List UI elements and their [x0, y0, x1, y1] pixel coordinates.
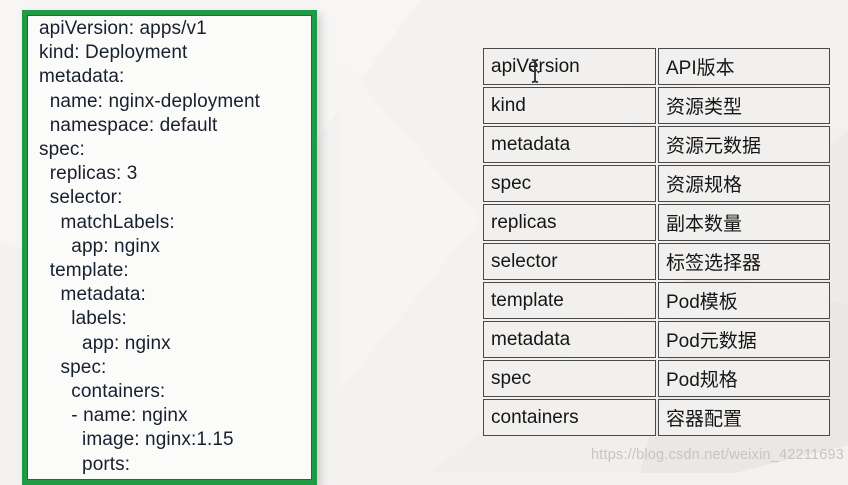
field-description-cell: Pod模板 — [658, 282, 830, 319]
field-description-table: apiVersion API版本 kind 资源类型 metadata 资源元数… — [481, 46, 832, 438]
yaml-line: kind: Deployment — [39, 42, 188, 64]
field-name-cell: metadata — [483, 321, 656, 358]
table-row: spec Pod规格 — [483, 360, 830, 397]
watermark: https://blog.csdn.net/weixin_42211693 — [590, 447, 844, 463]
field-description-cell: 副本数量 — [658, 204, 830, 241]
table-row: apiVersion API版本 — [483, 48, 830, 85]
field-name-cell: template — [483, 282, 656, 319]
table-row: kind 资源类型 — [483, 87, 830, 124]
field-description-cell: API版本 — [658, 48, 830, 85]
yaml-line: spec: — [39, 356, 107, 378]
field-description-cell: 容器配置 — [658, 399, 830, 436]
field-description-cell: 资源类型 — [658, 87, 830, 124]
yaml-line: apiVersion: apps/v1 — [39, 18, 207, 39]
field-name-cell: kind — [483, 87, 656, 124]
table-row: metadata Pod元数据 — [483, 321, 830, 358]
field-description-cell: 资源元数据 — [658, 126, 830, 163]
table-row: selector 标签选择器 — [483, 243, 830, 280]
table-row: template Pod模板 — [483, 282, 830, 319]
yaml-line: spec: — [39, 139, 85, 161]
yaml-line: containers: — [39, 381, 166, 403]
table-row: replicas 副本数量 — [483, 204, 830, 241]
yaml-line: ports: — [39, 453, 131, 475]
yaml-code-panel: apiVersion: apps/v1 kind: Deployment met… — [22, 10, 317, 485]
yaml-line: - name: nginx — [39, 405, 188, 427]
yaml-line: matchLabels: — [39, 211, 175, 233]
field-name-cell: containers — [483, 399, 656, 436]
field-name-cell: selector — [483, 243, 656, 280]
table-row: containers 容器配置 — [483, 399, 830, 436]
yaml-line: app: nginx — [39, 235, 160, 257]
yaml-line: selector: — [39, 187, 123, 209]
table-row: metadata 资源元数据 — [483, 126, 830, 163]
field-description-cell: Pod元数据 — [658, 321, 830, 358]
field-name-cell: metadata — [483, 126, 656, 163]
field-name-cell: apiVersion — [483, 48, 656, 85]
table-row: spec 资源规格 — [483, 165, 830, 202]
field-name-cell: spec — [483, 360, 656, 397]
field-name-cell: spec — [483, 165, 656, 202]
yaml-line: template: — [39, 260, 129, 282]
yaml-line: name: nginx-deployment — [39, 90, 261, 112]
yaml-line: image: nginx:1.15 — [39, 429, 234, 451]
yaml-line: metadata: — [39, 284, 146, 306]
yaml-line: app: nginx — [39, 332, 171, 354]
field-name-cell: replicas — [483, 204, 656, 241]
yaml-line: metadata: — [39, 66, 125, 88]
yaml-line: replicas: 3 — [39, 163, 138, 185]
text-select-cursor-icon — [529, 58, 541, 84]
field-description-cell: Pod规格 — [658, 360, 830, 397]
slide: { "yaml_panel": { "border_color": "#1f9b… — [22, 10, 848, 485]
field-description-cell: 资源规格 — [658, 165, 830, 202]
field-description-cell: 标签选择器 — [658, 243, 830, 280]
yaml-line: labels: — [39, 308, 127, 330]
yaml-line: namespace: default — [39, 114, 218, 136]
